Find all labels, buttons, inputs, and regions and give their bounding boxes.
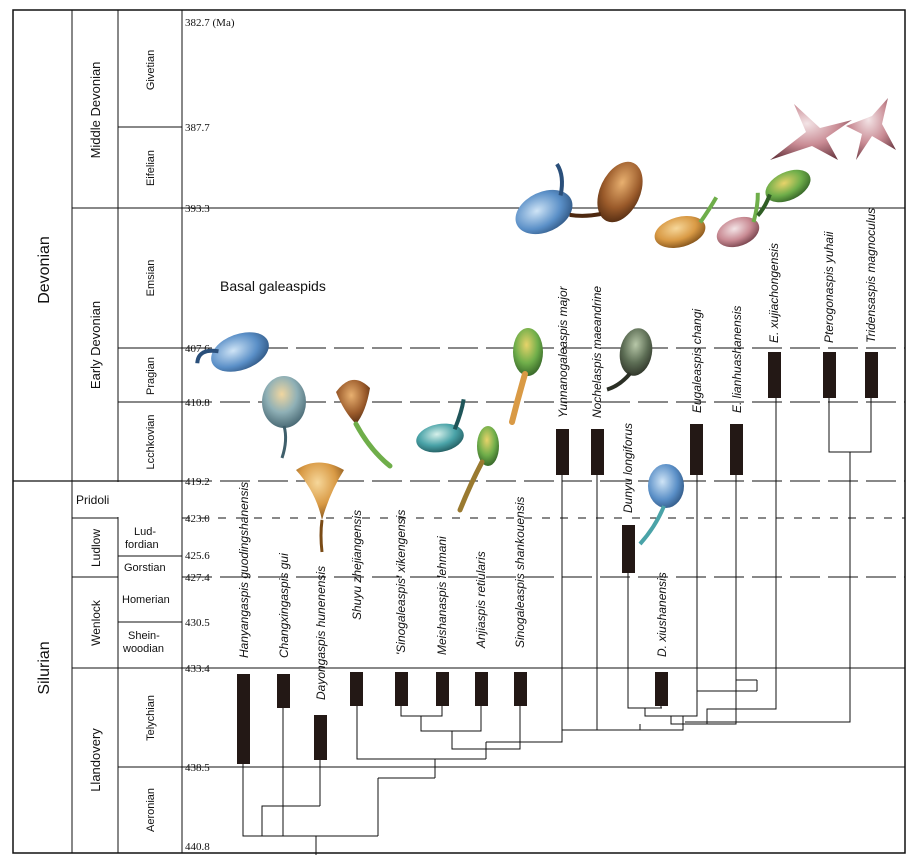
stage-givetian: Givetian <box>145 50 157 90</box>
stage-homerian: Homerian <box>122 594 170 606</box>
period-devonian: Devonian <box>36 236 53 304</box>
taxon-label: Pterogonaspis yuhaii <box>822 231 836 343</box>
stage-telychian: Telychian <box>145 695 157 741</box>
taxon-label: Dunyu longiforus <box>621 423 635 513</box>
period-silurian: Silurian <box>36 641 53 694</box>
fossil-changxingaspis-icon <box>262 376 306 459</box>
stage-eifelian: Eifelian <box>145 150 157 186</box>
stage-emsian: Emsian <box>145 260 157 297</box>
taxon-label: D. xiushanensis <box>655 572 669 657</box>
fossil-e-lianhuashanensis-icon <box>716 192 760 248</box>
range-bar <box>314 715 327 760</box>
fossil-dayongaspis-icon <box>296 462 344 553</box>
age-label: 430.5 <box>185 617 210 629</box>
fossil-illustrations <box>195 98 896 553</box>
taxon-label: Sinogaleaspis shankouensis <box>513 497 527 648</box>
age-label: 433.4 <box>185 663 210 675</box>
range-bar <box>514 672 527 706</box>
age-labels: 382.7 (Ma) 387.7 393.3 407.6 410.8 419.2… <box>185 17 235 853</box>
basal-galeaspids-label: Basal galeaspids <box>220 278 326 294</box>
taxon-labels: Hanyangaspis guodingshanensis Changxinga… <box>237 208 878 700</box>
taxon-label: Meishanaspis lehmani <box>435 536 449 655</box>
epoch-middle-devonian: Middle Devonian <box>88 62 103 159</box>
range-bar <box>475 672 488 706</box>
age-label: 425.6 <box>185 550 210 562</box>
age-label: 440.8 <box>185 841 210 853</box>
pridoli-cell <box>73 482 181 517</box>
taxon-label: Dayongaspis hunenensis <box>314 566 328 700</box>
range-bar <box>655 672 668 706</box>
taxon-label: Eugaleaspis changi <box>690 309 704 413</box>
age-label: 427.4 <box>185 572 210 584</box>
range-bar <box>823 352 836 398</box>
epoch-pridoli: Pridoli <box>76 493 109 507</box>
fossil-shuyu-icon <box>336 379 393 469</box>
cladogram <box>242 398 872 855</box>
taxon-label: Yunnanogaleaspis major <box>556 285 570 418</box>
taxon-label: Anjiaspis retiularis <box>474 551 488 649</box>
age-label: 419.2 <box>185 476 210 488</box>
fossil-anjiaspis-icon <box>457 426 499 513</box>
epoch-ludlow: Ludlow <box>89 529 103 567</box>
taxon-label: Changxingaspis gui <box>277 553 291 658</box>
fossil-yunnanogaleaspis-icon <box>515 162 573 235</box>
fossil-hanyangaspis-icon <box>195 332 269 372</box>
epoch-wenlock: Wenlock <box>89 599 103 646</box>
range-bar <box>395 672 408 706</box>
age-label: 382.7 (Ma) <box>185 17 235 29</box>
taxon-label: Tridensaspis magnoculus <box>864 208 878 343</box>
stage-lochkovian: Lcchkovian <box>145 414 157 469</box>
timescale <box>12 9 906 854</box>
age-label: 423.0 <box>185 513 210 525</box>
fossil-dunyu-icon <box>606 328 653 392</box>
epoch-llandovery: Llandovery <box>88 728 103 792</box>
range-bar <box>436 672 449 706</box>
stage-sheinwoodian-1: Shein- <box>128 630 160 642</box>
age-label: 393.3 <box>185 203 210 215</box>
range-bar <box>591 429 604 475</box>
stage-pragian: Pragian <box>145 357 157 395</box>
stage-ludfordian-1: Lud- <box>134 526 156 538</box>
fossil-pterogonaspis-icon <box>770 104 852 160</box>
epoch-early-devonian: Early Devonian <box>88 301 103 389</box>
range-bar <box>865 352 878 398</box>
fossil-meishanaspis-icon <box>416 398 466 453</box>
range-bar <box>768 352 781 398</box>
taxon-label: E. lianhuashanensis <box>730 306 744 413</box>
stage-gorstian: Gorstian <box>124 562 166 574</box>
fossil-sinogaleaspis-icon <box>509 328 543 425</box>
range-bar <box>556 429 569 475</box>
taxon-label: Shuyu zhejiangensis <box>350 510 364 620</box>
stage-sheinwoodian-2: woodian <box>122 643 164 655</box>
range-bar <box>277 674 290 708</box>
stage-ludfordian-2: fordian <box>125 539 159 551</box>
range-bar <box>350 672 363 706</box>
range-bar <box>730 424 743 475</box>
fossil-eugaleaspis-icon <box>654 196 719 248</box>
range-bar <box>690 424 703 475</box>
fossil-e-xujiachongensis-icon <box>756 169 811 217</box>
range-bars <box>237 352 878 764</box>
taxon-label: Hanyangaspis guodingshanensis <box>237 482 251 658</box>
age-label: 410.8 <box>185 397 210 409</box>
taxon-label: Nochelaspis maeandrine <box>590 286 604 418</box>
taxon-label: E. xujiachongensis <box>767 243 781 343</box>
fossil-nochelaspis-icon <box>569 161 643 223</box>
range-bar <box>622 525 635 573</box>
fossil-d-xiushanensis-icon <box>638 464 684 546</box>
range-bar <box>237 674 250 764</box>
taxon-label: 'Sinogaleaspis' xikengensis <box>394 510 408 655</box>
fossil-tridensaspis-icon <box>846 98 896 160</box>
age-label: 387.7 <box>185 122 210 134</box>
stage-aeronian: Aeronian <box>145 788 157 832</box>
age-label: 438.5 <box>185 762 210 774</box>
